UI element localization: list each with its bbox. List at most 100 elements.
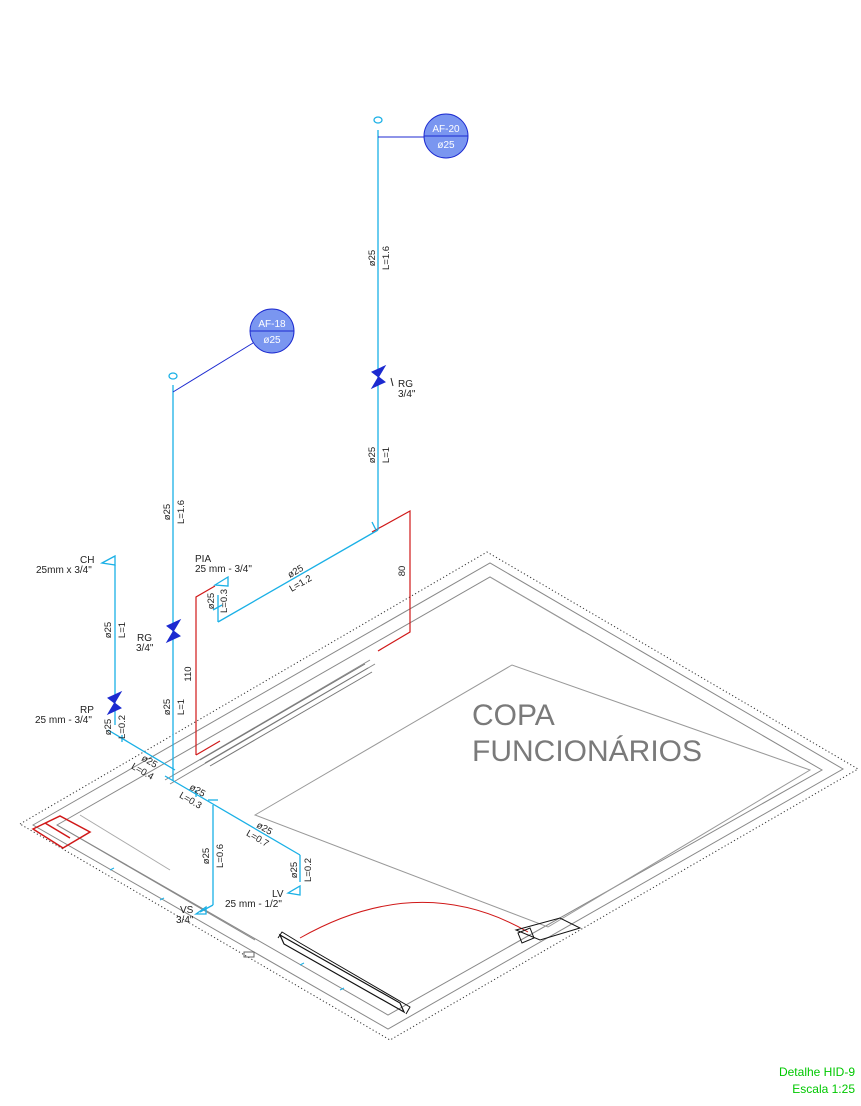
rp-vert-dia: ø25 [103, 719, 114, 735]
floor-drain [243, 951, 255, 958]
corner-fixture-line [44, 822, 71, 839]
wall-tick [299, 962, 305, 966]
joint-tick [212, 604, 223, 611]
ch-vert-len: L=1 [117, 622, 128, 638]
wall-tick [339, 987, 345, 991]
lv-size: 25 mm - 1/2" [225, 899, 282, 910]
door [277, 902, 582, 1015]
valve-rg-left-body [165, 618, 182, 644]
door-frame [277, 931, 411, 1015]
rg-top-code: RG [398, 379, 413, 390]
rp-size: 25 mm - 3/4" [35, 715, 92, 726]
sheet-info: Detalhe HID-9 Escala 1:25 [779, 1064, 855, 1098]
door-jamb-inner [517, 927, 535, 944]
ch-vert-dia: ø25 [103, 622, 114, 638]
valve-rg-top [370, 364, 394, 390]
height-lines [195, 509, 411, 756]
riser-cap-af20 [373, 116, 383, 124]
height-line-110-base [195, 740, 221, 756]
lv-drop-len: L=0.2 [303, 858, 314, 882]
pipe-main-horizontal [164, 775, 301, 856]
wall-run-e [209, 671, 373, 767]
valves [106, 364, 394, 716]
tag-af20-diameter: ø25 [437, 140, 455, 151]
valve-rg-top-stem [390, 377, 394, 387]
vs-size: 3/4" [176, 915, 194, 926]
height-line-110 [195, 585, 216, 755]
vertical-pipe-labels: ø25 L=1.6 ø25 L=1 ø25 L=1.6 ø25 L=1 ø25 … [103, 246, 408, 882]
af18-lower-len: L=1 [176, 699, 187, 715]
corner-fixture [31, 815, 92, 849]
valve-rp-body [106, 690, 123, 716]
rp-vert-len: L=0.2 [117, 715, 128, 739]
pipe-top-horizontal [217, 529, 379, 623]
rg-left-code: RG [137, 633, 152, 644]
pia-drop-dia: ø25 [206, 593, 217, 609]
af20-lower-dia: ø25 [367, 447, 378, 463]
af18-upper-dia: ø25 [162, 504, 173, 520]
vs-code: VS [180, 905, 194, 916]
joint-tick [371, 521, 377, 531]
pia-code: PIA [195, 554, 211, 565]
height-line-80 [371, 509, 411, 652]
corner-fixture-outline [31, 815, 92, 849]
af20-lower-len: L=1 [381, 447, 392, 463]
door-swing-arc [299, 902, 529, 939]
room-outline [19, 551, 859, 1041]
fixture-labels: RG 3/4" RG 3/4" CH 25mm x 3/4" PIA 25 mm… [35, 379, 416, 926]
tag-af18-leader [172, 342, 254, 393]
rp-code: RP [80, 705, 94, 716]
left-wall-a [56, 824, 256, 941]
pia-drop-len: L=0.3 [219, 589, 230, 613]
vs-drop-len: L=0.6 [215, 844, 226, 868]
af20-upper-len: L=1.6 [381, 246, 392, 270]
tag-af20-id: AF-20 [432, 124, 460, 135]
valve-rg-top-body [370, 364, 387, 390]
door-leaf [278, 933, 406, 1014]
outer-wall [31, 562, 844, 1030]
wall-tick [109, 867, 115, 871]
height-110-label: 110 [183, 666, 194, 681]
vs-outlet-symbol [193, 905, 207, 915]
vs-drop-dia: ø25 [201, 848, 212, 864]
counter-outline [253, 664, 812, 928]
tag-af18-id: AF-18 [258, 319, 286, 330]
door-jamb [514, 917, 582, 941]
counter-divider [489, 576, 585, 633]
valve-rp [106, 690, 123, 716]
room-boundary-dotted [19, 551, 859, 1041]
room-name: COPA FUNCIONÁRIOS [472, 699, 702, 768]
ch-size: 25mm x 3/4" [36, 565, 92, 576]
wall-run-a [164, 659, 371, 781]
ch-outlet-symbol [99, 554, 116, 566]
pipes [99, 116, 383, 915]
tag-af20: AF-20 ø25 [378, 113, 469, 159]
ch-code: CH [80, 555, 94, 566]
wall-run-d [204, 667, 369, 764]
scale-label: Escala 1:25 [792, 1082, 855, 1096]
rg-left-size: 3/4" [136, 643, 154, 654]
valve-rg-left [165, 618, 182, 644]
wall-tick [159, 897, 165, 901]
detail-label: Detalhe HID-9 [778, 1065, 855, 1079]
wall-run-c [199, 663, 366, 761]
af20-upper-dia: ø25 [367, 250, 378, 266]
inner-wall [55, 576, 824, 1016]
lv-drop-dia: ø25 [289, 862, 300, 878]
height-80-label: 80 [397, 566, 408, 577]
lv-outlet-symbol [286, 884, 301, 896]
pia-outlet-symbol [212, 575, 229, 587]
wall-ticks [109, 867, 345, 991]
pia-size: 25 mm - 3/4" [195, 564, 252, 575]
af18-upper-len: L=1.6 [176, 500, 187, 524]
af18-lower-dia: ø25 [162, 699, 173, 715]
tag-af18: AF-18 ø25 [172, 308, 295, 393]
tag-af18-diameter: ø25 [263, 335, 281, 346]
pipe-left-horizontal [107, 729, 176, 771]
left-wall-b [79, 814, 171, 871]
lv-code: LV [272, 889, 284, 900]
riser-cap-af18 [168, 372, 178, 380]
rg-top-size: 3/4" [398, 389, 416, 400]
room-name-line1: COPA [472, 699, 555, 732]
